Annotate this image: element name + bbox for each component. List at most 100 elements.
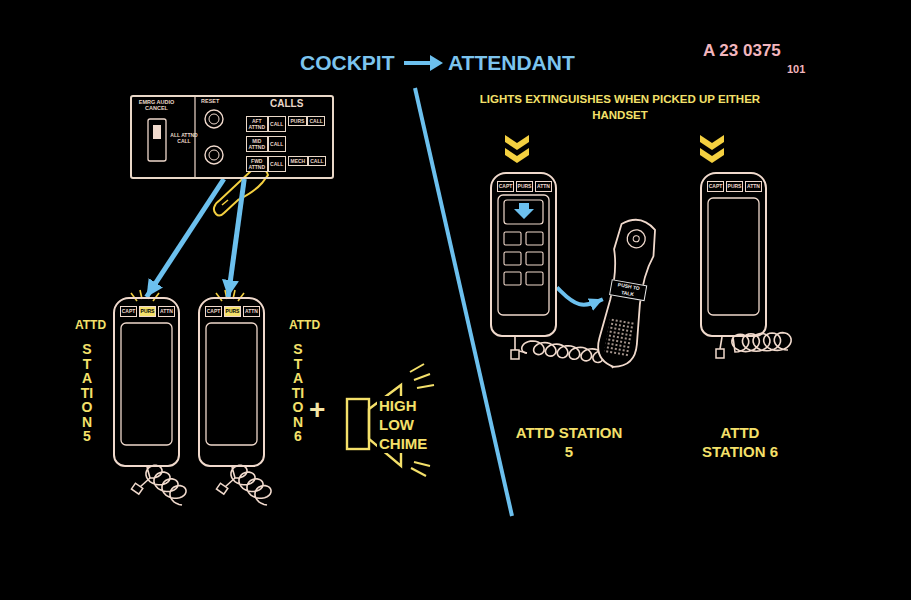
button-legend: AFT ATTND	[246, 116, 268, 132]
panel-label: ALL ATTND CALL	[168, 133, 200, 145]
call-button: MID ATTNDCALL	[246, 136, 286, 152]
sound-wave	[414, 374, 430, 380]
call-button: AFT ATTNDCALL	[246, 116, 286, 132]
panel-label: RESET	[201, 99, 219, 105]
handset-face	[115, 299, 178, 465]
handset-button: CAPT	[120, 306, 137, 317]
button-legend: CALL	[268, 136, 286, 152]
button-legend: CALL	[268, 116, 286, 132]
keypad-key	[526, 232, 543, 245]
handset-outline	[594, 217, 659, 371]
handset-inner-panel	[206, 323, 257, 445]
earpiece	[626, 228, 647, 249]
attendant-handset: CAPTPURSATTN	[490, 172, 557, 337]
handset-face	[492, 174, 555, 335]
handset-cradle-slot	[504, 200, 543, 224]
handset-button: ATTN	[535, 181, 552, 192]
cord-plug	[716, 349, 724, 358]
knob-center	[209, 114, 219, 124]
lift-arrow	[514, 203, 534, 219]
handset-face	[702, 174, 765, 335]
cord-lead	[225, 478, 235, 487]
cancel-switch	[148, 119, 166, 161]
chevron	[505, 135, 529, 150]
handset-button: PURS	[726, 181, 743, 192]
pickup-chevrons	[505, 135, 724, 163]
station-heading: ATTD	[75, 319, 106, 331]
call-arrow	[557, 288, 603, 305]
knob-center	[209, 150, 219, 160]
title-arrow-shaft	[404, 61, 432, 65]
sound-wave	[411, 468, 426, 476]
cord-lead	[140, 478, 150, 487]
call-arrow	[147, 179, 224, 297]
keypad-key	[504, 252, 521, 265]
handset-button: CAPT	[205, 306, 222, 317]
speaker-magnet	[347, 399, 369, 449]
coil-cord	[231, 465, 271, 505]
station-heading: STATION 5	[80, 342, 94, 444]
handset-button: PURS	[139, 306, 156, 317]
keypad-key	[504, 232, 521, 245]
handset-face	[200, 299, 263, 465]
call-arrow	[228, 179, 244, 297]
handset-button: PURS	[516, 181, 533, 192]
reset-knob	[205, 146, 223, 164]
attendant-handset: CAPTPURSATTN	[700, 172, 767, 337]
chime-label: HIGH LOW CHIME	[377, 396, 433, 453]
panel-label: EMRG AUDIO CANCEL	[134, 99, 179, 112]
earpiece-center	[633, 235, 640, 242]
mouthpiece-holes	[604, 317, 635, 357]
handset-cords	[140, 333, 791, 505]
handset-button: ATTN	[158, 306, 175, 317]
coil-cord	[146, 465, 186, 505]
call-button: PURSCALL	[288, 116, 325, 126]
handset-inner-panel	[708, 198, 759, 315]
handset-button: ATTN	[745, 181, 762, 192]
plus-sign: +	[309, 396, 325, 424]
sound-wave	[414, 462, 430, 466]
button-legend: MID ATTND	[246, 136, 268, 152]
call-button: FWD ATTNDCALL	[246, 156, 286, 172]
handset-inner-panel	[121, 323, 172, 445]
chevron	[505, 148, 529, 163]
cord-plug	[216, 483, 227, 494]
button-legend: FWD ATTND	[246, 156, 268, 172]
attendant-handset: ATTDSTATION 5CAPTPURSATTN	[113, 297, 180, 467]
heading: ATTENDANT	[448, 52, 575, 73]
handset-button: ATTN	[243, 306, 260, 317]
chime-speaker: HIGH LOW CHIME	[345, 383, 445, 468]
station-label: ATTD STATION 6	[695, 424, 785, 462]
note: LIGHTS EXTINGUISHES WHEN PICKED UP EITHE…	[472, 92, 768, 123]
cord-lead	[720, 337, 722, 349]
keypad-key	[526, 252, 543, 265]
switch-lever	[153, 125, 161, 139]
button-legend: MECH	[288, 156, 308, 166]
handset-button: CAPT	[497, 181, 514, 192]
title-arrow	[404, 55, 443, 71]
finger-nail	[222, 200, 228, 205]
attendant-handset: ATTDSTATION 6CAPTPURSATTN	[198, 297, 265, 467]
cord-plugs	[131, 349, 724, 494]
cord-plug	[131, 483, 142, 494]
figure-number: A 23 0375	[703, 42, 781, 59]
handset-inner-panel	[498, 195, 549, 315]
station-heading: ATTD	[289, 319, 320, 331]
button-legend: CALL	[268, 156, 286, 172]
chevron	[700, 135, 724, 150]
sound-wave	[417, 385, 434, 388]
handset-button: PURS	[224, 306, 241, 317]
call-button: MECHCALL	[288, 156, 326, 166]
heading: COCKPIT	[300, 52, 395, 73]
figure-sheet: 101	[787, 64, 805, 75]
button-legend: PURS	[288, 116, 307, 126]
station-heading: STATION 6	[291, 342, 305, 444]
handset-button: CAPT	[707, 181, 724, 192]
sound-wave	[410, 364, 424, 372]
cord-plug	[511, 350, 519, 359]
lifted-handset: PUSH TO TALK	[587, 209, 668, 374]
reset-knob	[205, 110, 223, 128]
